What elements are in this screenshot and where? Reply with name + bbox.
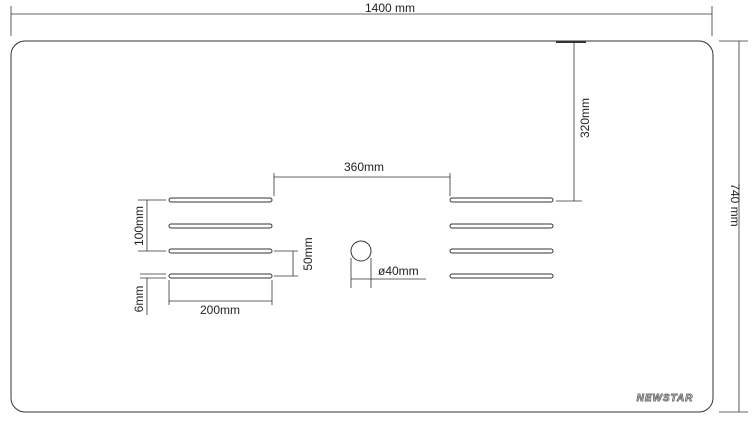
right-slot-2	[449, 223, 554, 229]
edge-offset-dimension	[556, 41, 586, 202]
slot-pitch-dimension	[138, 199, 166, 252]
hole-diameter-dimension	[350, 258, 426, 288]
right-slot-3	[449, 248, 554, 254]
left-slot-group	[168, 197, 273, 279]
desk-outline	[10, 40, 714, 413]
overall-height-label: 740 mm	[728, 183, 742, 226]
slot-pitch-label: 100mm	[132, 206, 146, 246]
right-slot-1	[449, 197, 554, 203]
edge-offset-label: 320mm	[578, 98, 592, 138]
overall-width-label: 1400 mm	[365, 1, 415, 15]
left-slot-4	[168, 273, 273, 279]
left-slot-2	[168, 223, 273, 229]
right-slot-4	[449, 273, 554, 279]
overall-width-dimension	[10, 6, 713, 36]
slot-width-label: 6mm	[132, 286, 146, 313]
hole-diameter-label: ø40mm	[378, 264, 419, 278]
slot-length-label: 200mm	[200, 303, 240, 317]
overall-height-dimension	[719, 40, 748, 413]
left-slot-1	[168, 197, 273, 203]
slot-spacing-dimension	[273, 173, 451, 196]
slot-gap-dimension	[274, 250, 298, 277]
brand-logo: NEWSTAR	[637, 393, 694, 404]
left-slot-3	[168, 248, 273, 254]
cable-hole	[350, 240, 372, 262]
right-slot-group	[449, 197, 554, 279]
slot-length-dimension	[168, 280, 273, 305]
slot-gap-label: 50mm	[301, 237, 315, 270]
slot-width-dimension	[140, 273, 166, 315]
slot-spacing-label: 360mm	[344, 160, 384, 174]
